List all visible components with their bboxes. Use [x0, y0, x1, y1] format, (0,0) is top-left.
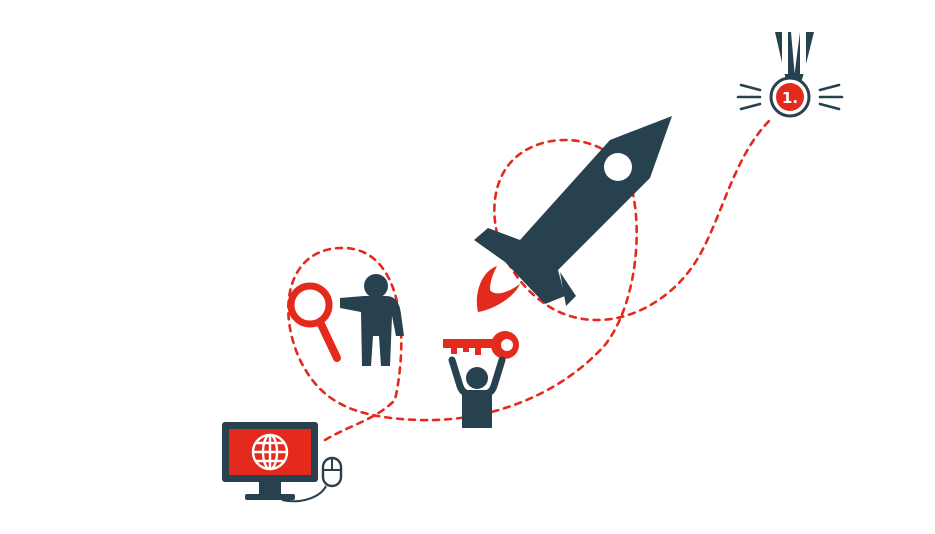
key-icon: [443, 331, 519, 359]
mouse-icon: [281, 456, 343, 503]
rocket-flame-icon: [476, 266, 520, 312]
journey-path: [287, 118, 772, 442]
rocket-icon: [474, 116, 672, 306]
computer-icon: [222, 422, 318, 500]
globe-icon: [251, 433, 289, 471]
magnifier-icon: [287, 282, 341, 362]
person-raising-hands-icon: [448, 356, 506, 428]
medal-label: 1.: [782, 89, 798, 107]
medal-icon: 1.: [736, 30, 844, 118]
pointing-person-icon: [340, 274, 404, 366]
